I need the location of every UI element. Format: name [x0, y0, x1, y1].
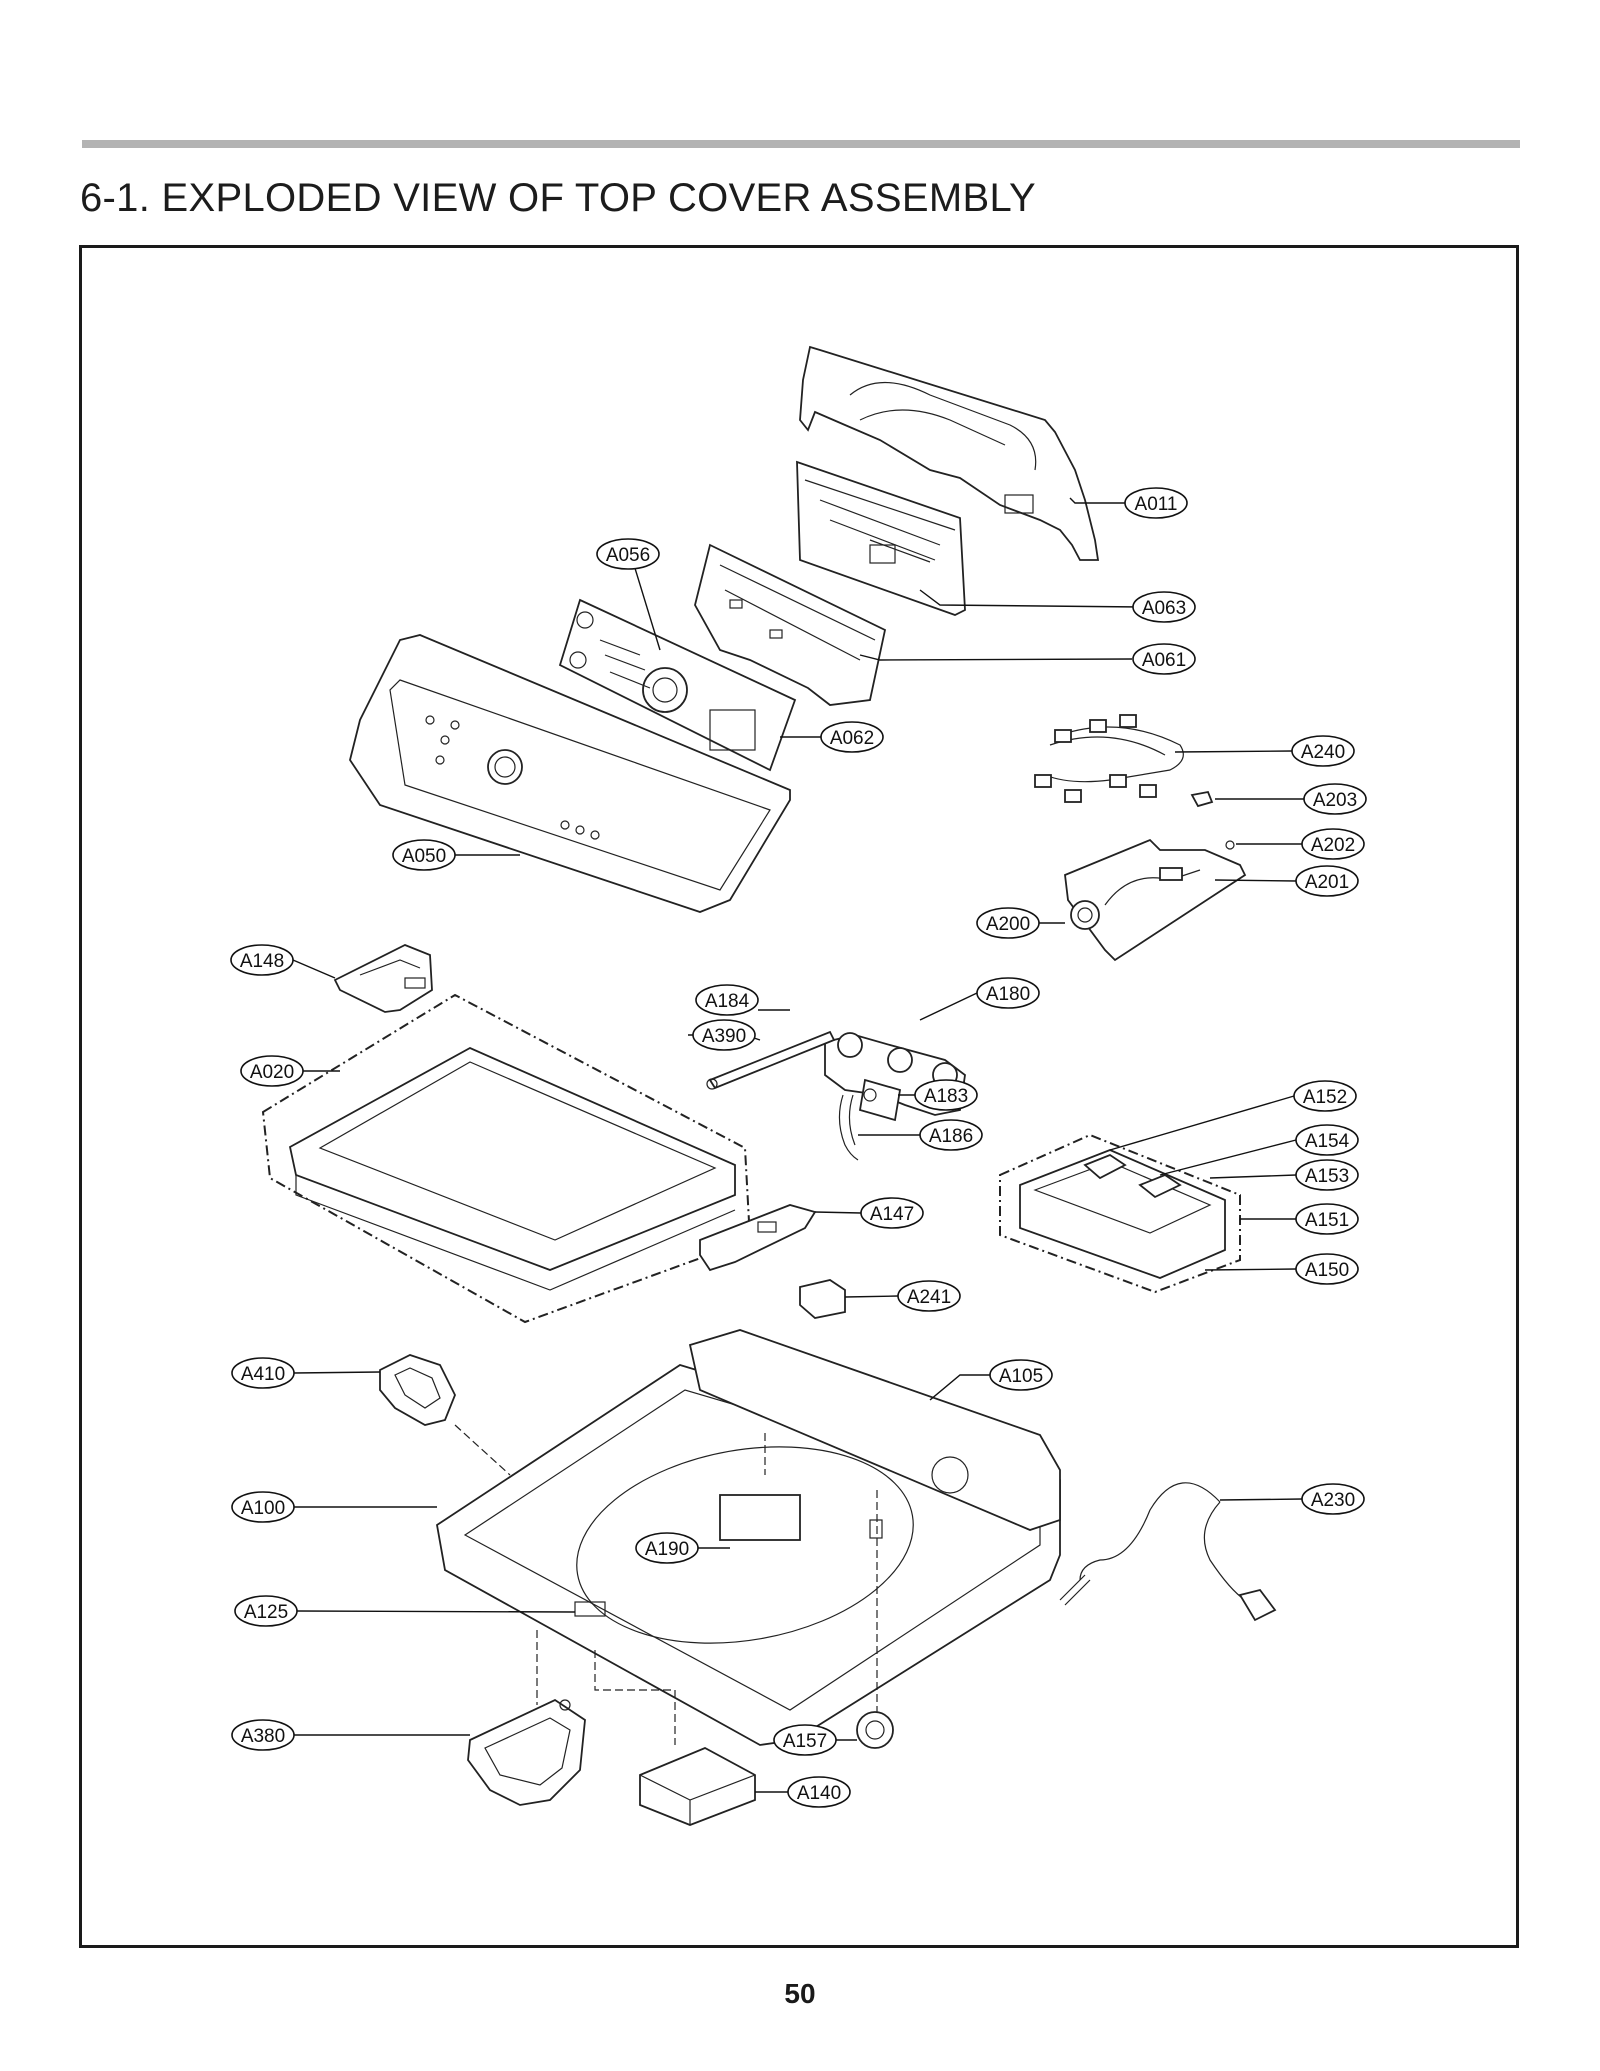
callout-A148: A148: [230, 944, 294, 976]
svg-text:A186: A186: [929, 1126, 973, 1147]
part-main-pcb: [694, 543, 887, 706]
part-bracket-a147: [699, 1204, 817, 1272]
callout-A241: A241: [897, 1280, 961, 1312]
callout-A202: A202: [1301, 828, 1365, 860]
callout-A150: A150: [1295, 1253, 1359, 1285]
svg-text:A150: A150: [1305, 1260, 1349, 1281]
svg-text:A203: A203: [1313, 790, 1357, 811]
svg-text:A202: A202: [1311, 835, 1355, 856]
callout-A147: A147: [860, 1197, 924, 1229]
callout-A186: A186: [919, 1119, 983, 1151]
callout-A201: A201: [1295, 865, 1359, 897]
svg-text:A180: A180: [986, 984, 1030, 1005]
callout-A153: A153: [1295, 1159, 1359, 1191]
part-drain-hose: [838, 1094, 859, 1161]
part-pressure-switch-assy: [1064, 838, 1247, 962]
part-lid-frame: [261, 993, 752, 1324]
part-wire-harness: [1034, 714, 1184, 803]
callout-A056: A056: [596, 538, 660, 570]
callout-layer: A011 A056 A063 A061 A062 A240 A203 A050 …: [230, 487, 1367, 1808]
top-rule: [82, 140, 1520, 148]
callout-A240: A240: [1291, 735, 1355, 767]
part-sensor-a241: [799, 1279, 846, 1319]
svg-text:A380: A380: [241, 1726, 285, 1747]
callout-A180: A180: [976, 977, 1040, 1009]
part-control-panel: [349, 634, 791, 913]
svg-text:A050: A050: [402, 846, 446, 867]
callout-A154: A154: [1295, 1124, 1359, 1156]
svg-text:A152: A152: [1303, 1087, 1347, 1108]
callout-A062: A062: [820, 721, 884, 753]
part-rear-panel: [799, 345, 1100, 561]
part-part-a140: [639, 1747, 756, 1826]
page-title: 6-1. EXPLODED VIEW OF TOP COVER ASSEMBLY: [80, 176, 1037, 220]
callout-A390: A390: [692, 1019, 756, 1051]
callout-A151: A151: [1295, 1203, 1359, 1235]
svg-text:A184: A184: [705, 991, 750, 1012]
diagram-frame: [79, 245, 1519, 1948]
callout-A380: A380: [231, 1719, 295, 1751]
callout-A203: A203: [1303, 783, 1367, 815]
callout-A183: A183: [914, 1079, 978, 1111]
svg-text:A011: A011: [1135, 494, 1178, 515]
callout-A230: A230: [1301, 1483, 1365, 1515]
svg-text:A140: A140: [797, 1783, 841, 1804]
callout-A011: A011: [1124, 487, 1188, 519]
svg-text:A410: A410: [241, 1364, 285, 1385]
callout-A184: A184: [695, 984, 759, 1016]
callout-A105: A105: [989, 1359, 1053, 1391]
svg-text:A061: A061: [1142, 650, 1186, 671]
part-inlet-tube: [706, 1030, 836, 1090]
callout-A152: A152: [1293, 1080, 1357, 1112]
part-pcb-cover: [796, 460, 966, 616]
svg-text:A100: A100: [241, 1498, 285, 1519]
svg-text:A154: A154: [1305, 1131, 1350, 1152]
callout-A020: A020: [240, 1055, 304, 1087]
callout-A190: A190: [635, 1532, 699, 1564]
callout-A200: A200: [976, 907, 1040, 939]
callout-A140: A140: [787, 1776, 851, 1808]
svg-text:A241: A241: [907, 1287, 951, 1308]
svg-text:A153: A153: [1305, 1166, 1349, 1187]
svg-text:A190: A190: [645, 1539, 689, 1560]
callout-A157: A157: [773, 1724, 837, 1756]
svg-text:A201: A201: [1305, 872, 1349, 893]
callout-A063: A063: [1132, 591, 1196, 623]
svg-text:A056: A056: [606, 545, 650, 566]
page-number: 50: [784, 1978, 816, 2009]
svg-text:A390: A390: [702, 1026, 746, 1047]
callout-A410: A410: [231, 1357, 295, 1389]
part-cap-a157: [856, 1711, 894, 1749]
callout-A061: A061: [1132, 643, 1196, 675]
svg-text:A157: A157: [783, 1731, 827, 1752]
part-clip: [1190, 790, 1214, 808]
svg-text:A147: A147: [870, 1204, 914, 1225]
part-power-cord: [1059, 1482, 1277, 1622]
assembly-guide-lines: [454, 1424, 878, 1745]
svg-text:A105: A105: [999, 1366, 1043, 1387]
part-control-pcb: [558, 598, 797, 772]
svg-text:A062: A062: [830, 728, 874, 749]
leader-lines: [292, 497, 1304, 1793]
part-part-a380: [467, 1698, 586, 1806]
svg-text:A020: A020: [250, 1062, 294, 1083]
svg-text:A240: A240: [1301, 742, 1345, 763]
part-detergent-dispenser: [999, 1133, 1241, 1294]
part-top-cover: [436, 1329, 1061, 1746]
svg-text:A063: A063: [1142, 598, 1186, 619]
svg-text:A125: A125: [244, 1602, 288, 1623]
svg-text:A200: A200: [986, 914, 1030, 935]
callout-A100: A100: [231, 1491, 295, 1523]
svg-text:A148: A148: [240, 951, 284, 972]
svg-text:A183: A183: [924, 1086, 968, 1107]
callout-A125: A125: [234, 1595, 298, 1627]
part-ring-a410: [379, 1354, 456, 1426]
svg-text:A151: A151: [1305, 1210, 1349, 1231]
svg-text:A230: A230: [1311, 1490, 1355, 1511]
part-bracket-a148: [333, 944, 433, 1013]
callout-A050: A050: [392, 839, 456, 871]
